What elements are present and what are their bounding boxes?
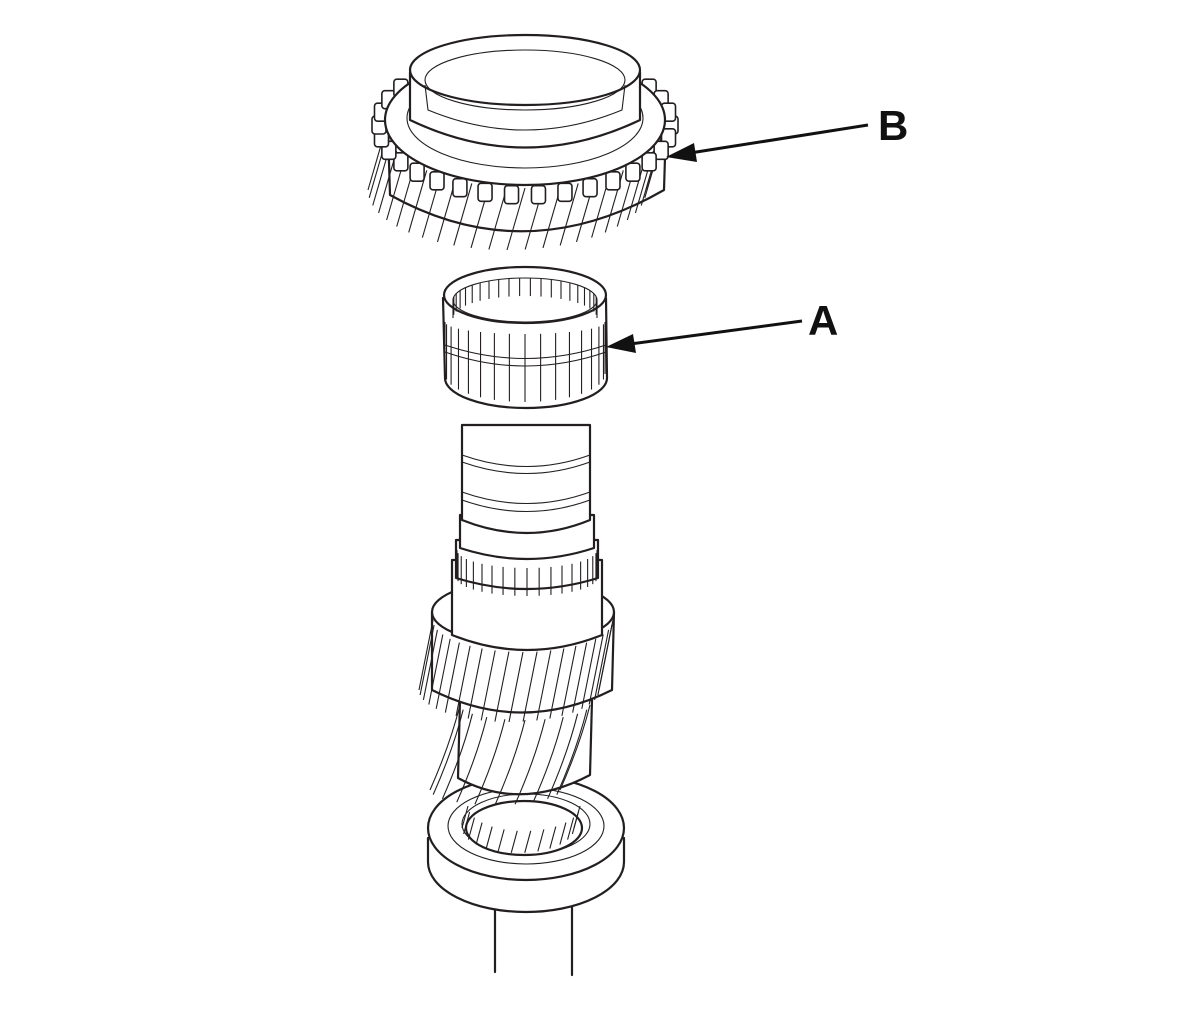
top-gear-rim-tooth [605,171,621,191]
callout-b: B [666,102,908,162]
callout-a: A [606,297,838,353]
middle-gear-tooth-line [455,645,471,716]
top-gear-rim-tooth [582,177,598,198]
middle-gear-tooth-line [428,634,444,705]
needle-cage-band [444,344,607,359]
middle-gear-tooth-line [594,629,610,700]
middle-gear-tooth-line [418,619,434,691]
top-gear-tooth-line [453,183,473,246]
middle-gear-tooth-line [588,634,604,705]
top-gear-rim-tooth [429,171,445,191]
spline-gear-tooth [573,805,581,829]
middle-gear-tooth-line [572,642,588,713]
lower-gear-tooth-line [456,717,488,803]
lower-gear-tooth-line [559,704,591,791]
lower-gear-tooth-line [556,709,588,795]
top-gear-tooth-line [506,187,526,251]
spline-gear-tooth [463,811,471,835]
middle-gear-tooth-line [422,629,438,700]
lower-helical-gear [429,698,594,806]
top-gear-rim-tooth [557,182,573,203]
top-gear-rim-tooth [625,162,641,182]
top-helical-gear [367,33,679,251]
lower-gear-tooth-line [474,719,506,805]
spline-gear-tooth [475,822,483,845]
lower-gear-tooth-line [532,717,564,803]
lower-gear-tooth-line [432,709,464,795]
middle-gear-tooth-line [598,619,614,691]
callout-b-label: B [878,102,908,149]
middle-gear-tooth-line [494,651,510,722]
top-gear-rim-tooth [530,184,547,205]
lower-gear-tooth-line [441,713,473,800]
middle-gear-tooth-line [508,651,524,723]
spline-gear-tooth [559,822,567,845]
middle-gear-tooth-line [480,650,496,721]
spline-gear-tooth [467,817,475,840]
spline-gear-tooth [567,817,575,840]
lower-spline-gear [461,799,584,857]
middle-gear-tooth-line [549,648,565,719]
lower-gear-tooth-line [547,713,579,800]
callout-a-label: A [808,297,838,344]
middle-gear-tooth-line [435,638,451,709]
top-gear-rim-tooth [409,162,425,182]
middle-gear-tooth-line [444,642,460,713]
shaft-upper-body [450,423,604,652]
top-gear-rim-tooth [641,152,657,172]
spline-gear-tooth [510,830,518,853]
lower-gear-tooth-line [514,719,546,805]
top-gear-rim-tooth [477,182,493,203]
spline-gear-tooth [537,829,545,852]
spline-gear-tooth [549,826,557,849]
middle-gear-tooth-line [536,650,552,721]
top-gear-rim-tooth [452,177,468,198]
middle-gear-tooth-line [522,651,538,722]
spline-gear-tooth [485,826,493,849]
needle-bearing [441,265,609,410]
spline-gear-tooth [461,805,469,829]
middle-gear-tooth-line [419,624,435,696]
top-gear-rim-tooth [393,152,409,172]
middle-gear-tooth-line [467,648,483,719]
needle-cage-band [444,351,607,367]
shaft-lower-end [493,903,574,977]
middle-gear-tooth-line [581,638,597,709]
spline-gear-body [464,799,584,857]
lower-gear-tooth-line [429,704,461,791]
middle-gear-tooth-line [561,645,577,716]
top-gear-rim-tooth [653,140,669,161]
lower-gear-tooth-line [494,719,526,806]
spline-gear-tooth [524,830,532,853]
top-gear-rim-tooth [503,184,520,205]
top-gear-tooth-line [559,183,579,246]
spline-gear-tooth [497,829,505,852]
